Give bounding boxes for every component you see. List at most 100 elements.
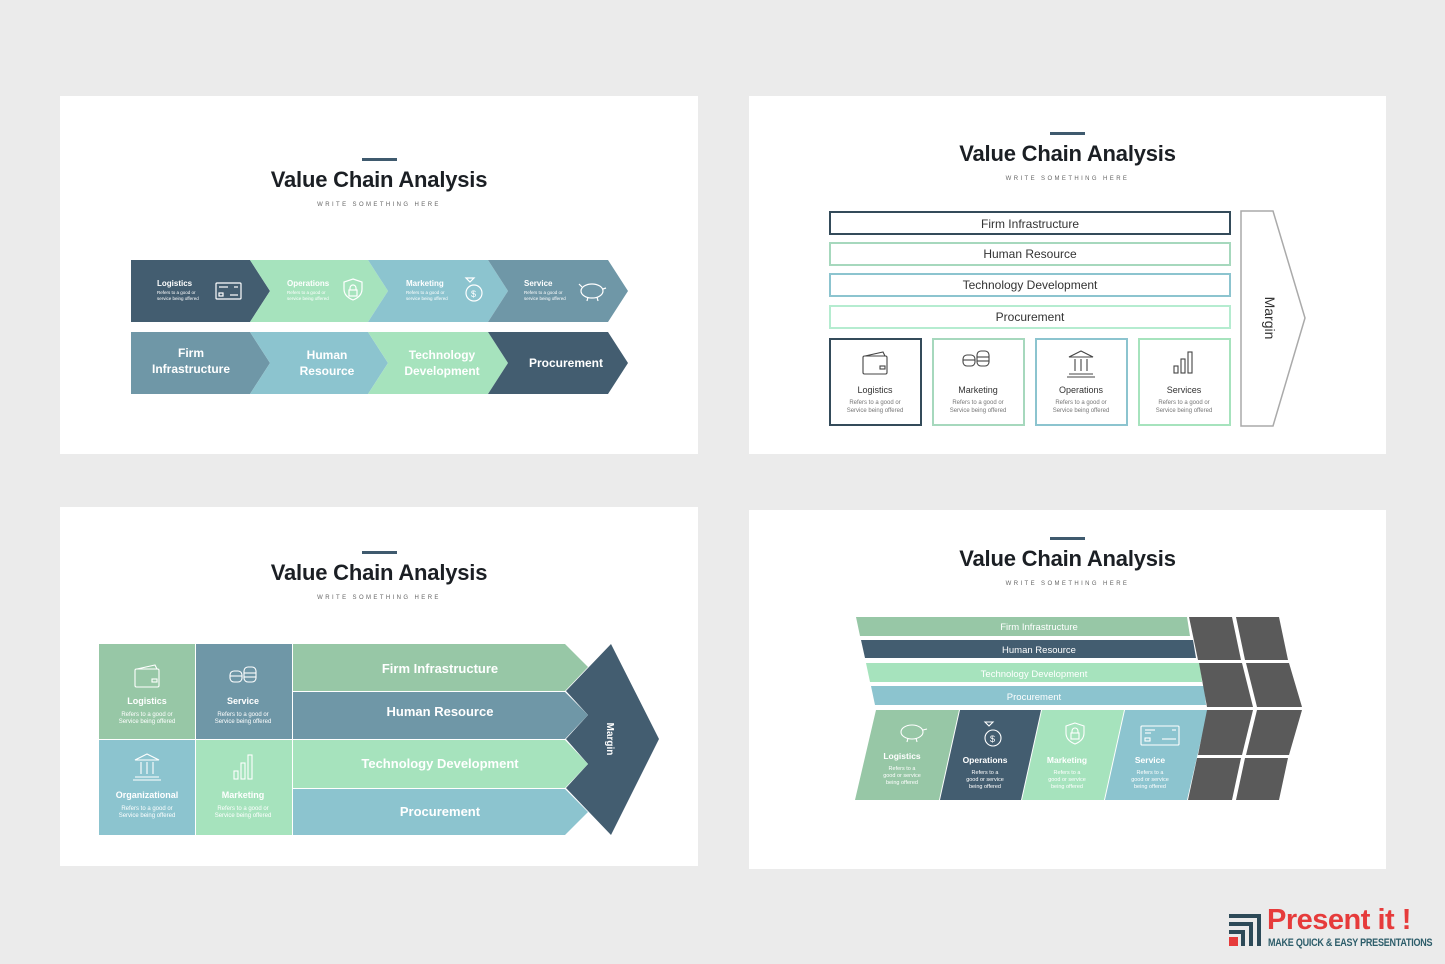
primary-box-services[interactable]: Services Refers to a good or Service bei…: [1138, 338, 1231, 426]
brand-mark-icon: [1229, 914, 1261, 946]
coins-icon: [229, 666, 257, 683]
support-band-human-resource[interactable]: Human Resource: [861, 640, 1196, 658]
svg-text:Technology Development: Technology Development: [981, 669, 1088, 680]
support-activity-human-resource[interactable]: Human Resource: [250, 332, 388, 394]
svg-text:Service: Service: [1135, 755, 1166, 765]
margin-block: [1199, 663, 1253, 707]
activity-label: Operations: [287, 279, 330, 288]
activity-label: Marketing: [406, 279, 444, 288]
primary-cell-marketing[interactable]: Marketing Refers to a good or Service be…: [196, 740, 292, 835]
slide-header: Value Chain Analysis WRITE SOMETHING HER…: [749, 132, 1386, 182]
primary-tile-logistics[interactable]: Logistics Refers to a good or service be…: [855, 710, 959, 800]
support-activity-procurement[interactable]: Procurement: [488, 332, 628, 394]
margin-arrow[interactable]: Margin: [1240, 210, 1306, 427]
svg-text:Operations: Operations: [1059, 385, 1104, 395]
slide-2[interactable]: Value Chain Analysis WRITE SOMETHING HER…: [749, 96, 1386, 454]
primary-cell-service[interactable]: Service Refers to a good or Service bein…: [196, 644, 292, 739]
support-row-technology-development[interactable]: Technology Development: [829, 273, 1231, 297]
svg-text:service being offered: service being offered: [157, 296, 199, 301]
svg-text:good or service: good or service: [1131, 777, 1169, 783]
margin-block: [1236, 617, 1288, 660]
activity-label: Service: [524, 279, 553, 288]
svg-text:Marketing: Marketing: [1047, 755, 1087, 765]
slide-1[interactable]: Value Chain Analysis WRITE SOMETHING HER…: [60, 96, 698, 454]
margin-block: [1246, 710, 1302, 755]
svg-text:Refers to a good or: Refers to a good or: [287, 290, 326, 295]
primary-activity-marketing[interactable]: Marketing Refers to a good or service be…: [368, 260, 508, 322]
shield-lock-icon: [343, 278, 363, 301]
svg-text:good or service: good or service: [1048, 777, 1086, 783]
svg-text:Procurement: Procurement: [1007, 692, 1062, 703]
piggy-bank-icon: [900, 724, 928, 743]
primary-box-operations[interactable]: Operations Refers to a good or Service b…: [1035, 338, 1128, 426]
primary-tile-service[interactable]: Service Refers to a good or service bein…: [1105, 710, 1208, 800]
svg-text:Refers to a good or: Refers to a good or: [849, 400, 900, 406]
primary-activity-operations[interactable]: Operations Refers to a good or service b…: [250, 260, 388, 322]
primary-activity-logistics[interactable]: Logistics Refers to a good or service be…: [131, 260, 270, 322]
margin-block: [1198, 710, 1253, 755]
svg-text:Development: Development: [404, 364, 479, 378]
slide-subtitle: WRITE SOMETHING HERE: [1005, 176, 1130, 182]
svg-text:Service being offered: Service being offered: [950, 408, 1007, 414]
value-chain-diagram: Firm Infrastructure Human Resource Techn…: [855, 617, 1302, 800]
svg-text:being offered: being offered: [969, 784, 1001, 790]
primary-tile-operations[interactable]: $ Operations Refers to a good or service…: [940, 710, 1041, 800]
svg-text:being offered: being offered: [1134, 784, 1166, 790]
activity-desc: Refers to a good or: [157, 290, 196, 295]
support-activity-firm-infrastructure[interactable]: Firm Infrastructure: [131, 332, 270, 394]
svg-text:Service being offered: Service being offered: [1156, 408, 1213, 414]
support-bar-procurement[interactable]: Procurement: [293, 789, 588, 835]
support-row-firm-infrastructure[interactable]: Firm Infrastructure: [829, 211, 1231, 235]
money-bag-icon: $: [983, 721, 1002, 747]
support-row-procurement[interactable]: Procurement: [829, 305, 1231, 329]
margin-block: [1236, 758, 1288, 800]
support-bar-technology-development[interactable]: Technology Development: [293, 740, 588, 788]
svg-text:Firm Infrastructure: Firm Infrastructure: [1000, 622, 1078, 633]
svg-text:Procurement: Procurement: [529, 356, 603, 370]
bank-icon: [1067, 350, 1095, 378]
support-band-technology-development[interactable]: Technology Development: [866, 663, 1202, 682]
slide-4[interactable]: Value Chain Analysis WRITE SOMETHING HER…: [749, 510, 1386, 869]
primary-tile-marketing[interactable]: Marketing Refers to a good or service be…: [1022, 710, 1124, 800]
support-activity-technology-development[interactable]: Technology Development: [368, 332, 508, 394]
svg-text:service being offered: service being offered: [524, 296, 566, 301]
activity-label: Logistics: [157, 279, 193, 288]
svg-text:Services: Services: [1167, 385, 1202, 395]
title-accent-bar: [1050, 132, 1085, 135]
support-band-firm-infrastructure[interactable]: Firm Infrastructure: [856, 617, 1190, 636]
margin-blocks[interactable]: [1188, 617, 1302, 800]
title-accent-bar: [361, 551, 397, 554]
slide-header: Value Chain Analysis WRITE SOMETHING HER…: [60, 551, 698, 601]
slide-3[interactable]: Value Chain Analysis WRITE SOMETHING HER…: [60, 507, 698, 866]
bar-chart-icon: [233, 754, 253, 780]
margin-chevron[interactable]: Margin: [566, 644, 659, 835]
money-bag-icon: $: [464, 277, 483, 302]
support-bar-human-resource[interactable]: Human Resource: [293, 692, 588, 739]
svg-text:Logistics: Logistics: [883, 751, 921, 761]
primary-activity-service[interactable]: Service Refers to a good or service bein…: [488, 260, 628, 322]
value-chain-diagram: Logistics Refers to a good or service be…: [131, 260, 628, 394]
support-bar-firm-infrastructure[interactable]: Firm Infrastructure: [293, 644, 588, 691]
slide-title: Value Chain Analysis: [270, 560, 488, 585]
slide-title: Value Chain Analysis: [270, 167, 488, 192]
svg-text:Refers to a good or: Refers to a good or: [406, 290, 445, 295]
wallet-icon: [134, 664, 160, 688]
svg-text:Service: Service: [227, 696, 259, 706]
title-accent-bar: [361, 158, 397, 161]
svg-text:Service being offered: Service being offered: [119, 719, 176, 725]
svg-text:Firm Infrastructure: Firm Infrastructure: [981, 217, 1079, 231]
svg-text:Margin: Margin: [604, 723, 615, 756]
svg-text:Resource: Resource: [300, 364, 355, 378]
primary-box-marketing[interactable]: Marketing Refers to a good or Service be…: [932, 338, 1025, 426]
svg-text:Procurement: Procurement: [400, 804, 481, 819]
svg-text:Human: Human: [307, 348, 348, 362]
support-row-human-resource[interactable]: Human Resource: [829, 242, 1231, 266]
credit-card-icon: [215, 282, 242, 300]
svg-text:Organizational: Organizational: [116, 790, 179, 800]
support-band-procurement[interactable]: Procurement: [871, 686, 1206, 705]
svg-text:Refers to a: Refers to a: [972, 770, 1000, 776]
primary-cell-organizational[interactable]: Organizational Refers to a good or Servi…: [99, 740, 195, 835]
primary-cell-logistics[interactable]: Logistics Refers to a good or Service be…: [99, 644, 195, 739]
slide-subtitle: WRITE SOMETHING HERE: [317, 595, 441, 601]
primary-box-logistics[interactable]: Logistics Refers to a good or Service be…: [829, 338, 922, 426]
